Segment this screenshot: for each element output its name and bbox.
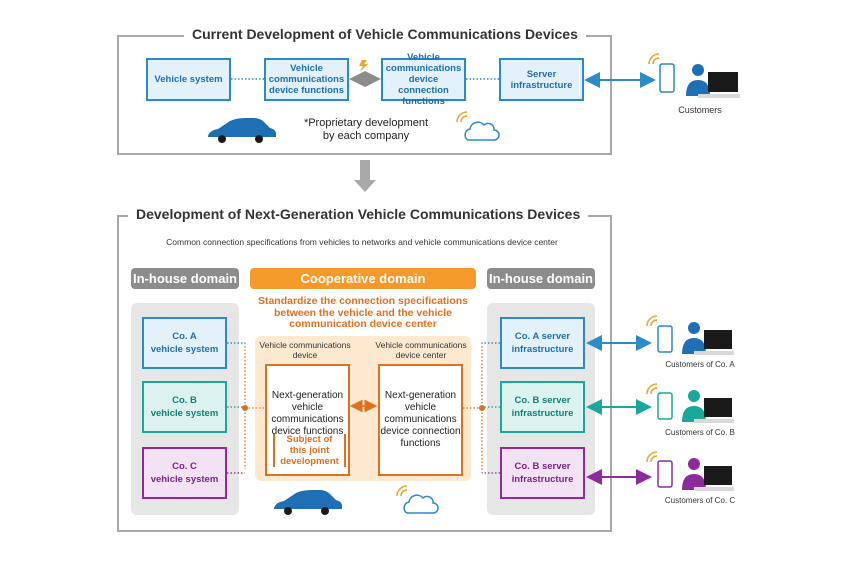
monitor-icon [704, 466, 732, 485]
phone-icon [657, 392, 673, 420]
inhouse-domain-right-label: In-house domain [487, 268, 595, 289]
top-proprietary-note: *Proprietary development by each company [303, 117, 429, 142]
customer-co-c-group [646, 451, 734, 491]
co-a-vehicle-system-box: Co. A vehicle system [142, 317, 227, 369]
cloud-icon [396, 485, 439, 514]
phone-icon [659, 63, 675, 93]
inhouse-domain-left-label: In-house domain [131, 268, 239, 289]
phone-icon [657, 325, 673, 353]
co-c-vehicle-system-box: Co. C vehicle system [142, 447, 227, 499]
person-icon [692, 64, 704, 76]
customer-co-a-group [646, 315, 734, 355]
cooperative-domain-label: Cooperative domain [250, 268, 476, 289]
co-b-server-box: Co. B server infrastructure [500, 381, 585, 433]
left-connectors [227, 342, 265, 474]
down-arrow [354, 160, 376, 192]
top-server-infrastructure-box: Server infrastructure [499, 58, 584, 101]
customers-co-c-label: Customers of Co. C [664, 496, 736, 505]
next-gen-connection-functions-box: Next-generation vehicle communications d… [378, 364, 463, 476]
cloud-icon [464, 121, 500, 141]
joint-development-subject: Subject of this joint development [273, 434, 346, 467]
lightning-icon [359, 60, 368, 72]
next-gen-device-functions-text: Next-generation vehicle communications d… [271, 390, 344, 437]
next-gen-device-functions-box: Next-generation vehicle communications d… [265, 364, 350, 476]
customer-co-b-group [646, 383, 734, 423]
person-icon [688, 458, 700, 470]
next-gen-subtitle: Common connection specifications from ve… [166, 237, 558, 247]
monitor-icon [704, 398, 732, 417]
phone-icon [657, 460, 673, 488]
top-customers-label: Customers [678, 105, 722, 115]
signal-icon [648, 53, 660, 65]
vehicle-comm-center-col-label: Vehicle communications device center [375, 340, 467, 360]
co-a-server-box: Co. A server infrastructure [500, 317, 585, 369]
vehicle-comm-device-col-label: Vehicle communications device [259, 340, 351, 360]
top-customer-group [648, 53, 740, 98]
person-icon [688, 390, 700, 402]
monitor-icon [708, 72, 738, 92]
car-icon [208, 118, 276, 143]
co-c-server-box: Co. B server infrastructure [500, 447, 585, 499]
next-gen-title: Development of Next-Generation Vehicle C… [128, 206, 589, 222]
next-gen-connection-functions-text: Next-generation vehicle communications d… [380, 390, 461, 449]
right-connectors [463, 342, 500, 474]
signal-icon [456, 111, 468, 123]
customers-co-a-label: Customers of Co. A [665, 360, 735, 369]
customers-co-b-label: Customers of Co. B [665, 428, 735, 437]
current-dev-title: Current Development of Vehicle Communica… [184, 26, 586, 42]
monitor-icon [704, 330, 732, 349]
co-b-vehicle-system-box: Co. B vehicle system [142, 381, 227, 433]
top-vehicle-system-box: Vehicle system [146, 58, 231, 101]
car-icon [274, 490, 342, 515]
person-icon [688, 322, 700, 334]
standardize-heading: Standardize the connection specification… [257, 295, 469, 330]
top-comm-device-functions-box: Vehicle communications device functions [264, 58, 349, 101]
